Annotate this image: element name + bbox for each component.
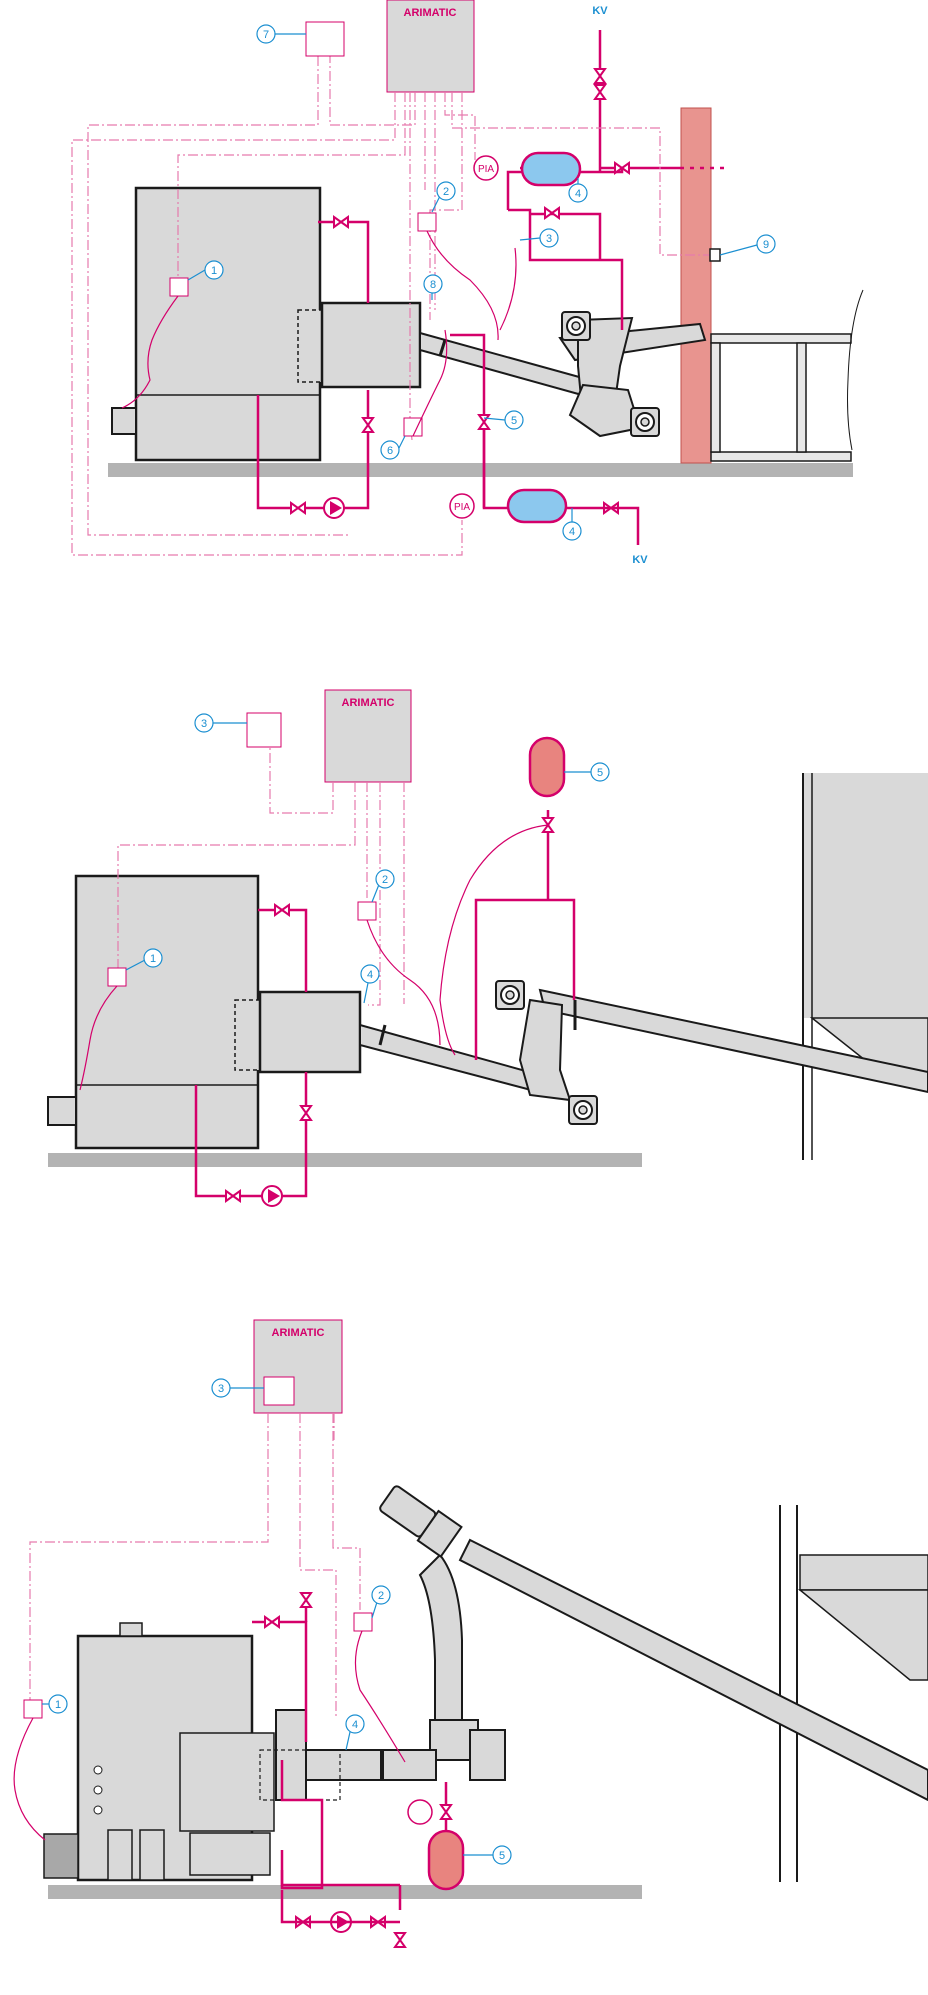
piping-1 [256, 30, 680, 510]
diagram-3: ARIMATIC 1 2 3 4 5 [13, 1319, 928, 1948]
diagram-1: PIA PIA KV KV ARIMATIC [71, 0, 864, 566]
expansion-vessel-2 [528, 736, 566, 798]
sensor-cable [426, 230, 499, 341]
callout-4: 4 [575, 188, 581, 200]
callout-2: 2 [378, 1590, 384, 1602]
sensor-9 [709, 248, 721, 262]
valve-icon [362, 417, 374, 433]
arimatic-controller-2: ARIMATIC [324, 689, 412, 783]
valve-icon [333, 216, 349, 228]
valve-icon [544, 207, 560, 219]
sensor-box-6 [403, 417, 423, 437]
kv-label-bottom: KV [632, 554, 648, 566]
sensor-box-3 [246, 712, 282, 748]
floor-3 [48, 1885, 642, 1899]
callout-3: 3 [546, 233, 552, 245]
feed-screw-2 [359, 980, 928, 1125]
storage-frame [710, 289, 864, 462]
burner-2 [258, 990, 362, 1074]
sensor-box-1 [23, 1699, 43, 1719]
sensor-cable [499, 247, 517, 331]
valve-icon [394, 1932, 406, 1948]
diagram-2: ARIMATIC 1 2 3 4 5 [47, 689, 928, 1207]
callout-1: 1 [55, 1699, 61, 1711]
callout-4: 4 [352, 1719, 358, 1731]
callout-2: 2 [382, 874, 388, 886]
boiler-1 [111, 186, 323, 462]
valve-icon [594, 84, 606, 100]
valve-icon [300, 1592, 312, 1608]
pipe-return [280, 1890, 400, 1924]
control-wiring-1 [71, 56, 712, 556]
expansion-vessel-3 [427, 1829, 465, 1891]
sensor-cable [439, 824, 549, 1056]
callout-1: 1 [150, 953, 156, 965]
valve-icon [594, 68, 606, 84]
sensor-cable [121, 295, 179, 409]
valve-icon [440, 1804, 452, 1820]
sensor-box-1 [169, 277, 189, 297]
sensor-box-2 [353, 1612, 373, 1632]
kv-label-top: KV [592, 5, 608, 17]
silo-3 [779, 1505, 928, 1882]
valve-icon [478, 414, 490, 430]
floor-1 [108, 463, 853, 477]
callout-6: 6 [387, 445, 393, 457]
svg-text:ARIMATIC: ARIMATIC [404, 7, 457, 19]
pump-icon [261, 1185, 283, 1207]
sensor-cable [354, 1630, 406, 1763]
arimatic-controller-1: ARIMATIC [386, 0, 475, 93]
sensor-cable [412, 329, 448, 437]
callout-2: 2 [443, 186, 449, 198]
kv-pipe-bottom [565, 506, 640, 545]
pump-icon [323, 497, 345, 519]
feed-screw-3 [379, 1485, 928, 1802]
boiler-2 [47, 874, 261, 1150]
callout-1: 1 [211, 265, 217, 277]
callout-8: 8 [430, 279, 436, 291]
svg-text:PIA: PIA [478, 164, 494, 175]
callout-7: 7 [263, 29, 269, 41]
callout-4: 4 [569, 526, 575, 538]
expansion-vessel-bottom [506, 488, 568, 524]
burner-1 [320, 301, 422, 389]
silo-2 [802, 773, 928, 1160]
boiler-3 [43, 1622, 275, 1882]
callout-5: 5 [499, 1850, 505, 1862]
svg-text:ARIMATIC: ARIMATIC [272, 1327, 325, 1339]
wall [680, 107, 712, 464]
valve-icon [300, 1105, 312, 1121]
sensor-box-7 [305, 21, 345, 57]
sensor-box-1 [107, 967, 127, 987]
sensor-cable [79, 985, 118, 1091]
valve-icon [264, 1616, 280, 1628]
sensor-cable [366, 919, 441, 1046]
valve-icon [290, 502, 306, 514]
callout-3: 3 [218, 1383, 224, 1395]
floor-2 [48, 1153, 642, 1167]
callout-5: 5 [597, 767, 603, 779]
sensor-box-2 [417, 212, 437, 232]
feed-screw-1 [419, 311, 707, 438]
expansion-vessel-top [520, 151, 582, 187]
pia-top: PIA [473, 155, 499, 181]
pia-bottom: PIA [449, 493, 475, 519]
valve-icon [225, 1190, 241, 1202]
svg-text:ARIMATIC: ARIMATIC [342, 697, 395, 709]
svg-text:PIA: PIA [454, 502, 470, 513]
control-wiring-3 [29, 1413, 361, 1718]
sensor-box-3 [263, 1376, 295, 1406]
sensor-cable [13, 1717, 46, 1841]
callout-3: 3 [201, 718, 207, 730]
expansion-vessel-3-fitting [407, 1799, 433, 1825]
callout-4: 4 [367, 969, 373, 981]
control-wiring-2 [117, 747, 405, 1006]
valve-icon [274, 904, 290, 916]
callout-5: 5 [511, 415, 517, 427]
callout-9: 9 [763, 239, 769, 251]
sensor-box-2 [357, 901, 377, 921]
